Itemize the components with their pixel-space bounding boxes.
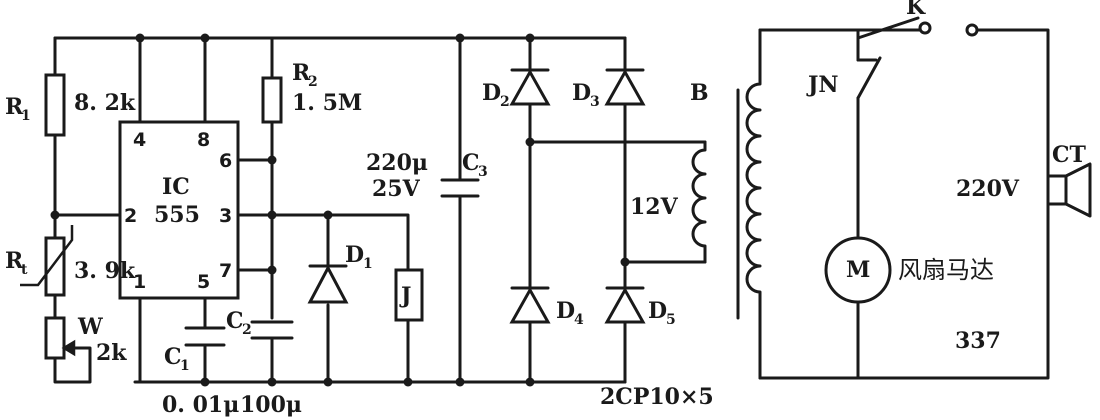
pin-2-label: 2 [124,205,137,227]
c3-value-voltage: 25V [372,176,421,202]
pin-4-label: 4 [133,129,146,151]
w-label: W [77,314,103,340]
diode-d3 [604,68,646,106]
thermistor-rt [20,225,74,297]
transformer-label: B [690,80,709,106]
w-value: 2k [96,340,127,366]
capacitor-c1 [184,326,226,347]
rt-label-subscript: t [21,262,28,278]
resistor-r2 [261,76,283,124]
pin-7-label: 7 [219,260,232,282]
d2-label-subscript: 2 [500,94,510,110]
pin-3-label: 3 [219,205,232,227]
c3-label: C [462,150,480,176]
r1-value: 8. 2k [74,90,136,116]
transformer-b [691,28,762,380]
plug-ct [1046,162,1092,218]
relay-coil-j [394,268,424,322]
capacitor-c3 [440,178,480,198]
junction-dots [50,33,630,387]
rt-value: 3. 9k [74,258,136,284]
fan-motor [824,236,892,304]
r1-label: R [5,94,24,120]
motor-model: 337 [955,328,1001,354]
diode-d4 [509,286,551,324]
r2-label-subscript: 2 [308,74,318,90]
resistor-r1 [44,73,66,137]
relay-coil-label: J [399,283,411,309]
rt-label: R [5,248,24,274]
pin-6-label: 6 [219,150,232,172]
text-labels: R 1 8. 2k R 2 1. 5M R t 3. 9k W 2k C 1 0… [5,0,1087,418]
r2-label: R [292,60,311,86]
d5-label: D [648,298,667,324]
d2-label: D [482,80,501,106]
r2-value: 1. 5M [292,90,362,116]
c3-label-subscript: 3 [478,164,488,180]
ic-name: IC [162,174,190,200]
c1-label-subscript: 1 [180,358,190,374]
potentiometer-w [44,316,76,360]
ic-type: 555 [154,202,200,228]
pin-8-label: 8 [197,129,210,151]
c3-value-capacitance: 220μ [366,150,428,176]
d3-label-subscript: 3 [590,94,600,110]
d3-label: D [572,80,591,106]
pin-5-label: 5 [197,271,210,293]
d5-label-subscript: 5 [666,312,676,328]
d1-label: D [345,242,364,268]
secondary-voltage-label: 12V [630,194,679,220]
motor-symbol: M [846,257,870,283]
switch-k [856,16,979,40]
r1-label-subscript: 1 [21,108,31,124]
relay-contact-jn [856,56,882,100]
bridge-part-label: 2CP10×5 [600,384,714,410]
motor-name: 风扇马达 [898,256,994,284]
capacitor-c2 [250,320,294,340]
mains-voltage-label: 220V [956,176,1020,202]
c2-label-subscript: 2 [242,322,252,338]
diode-d1 [307,256,349,304]
c1-value: 0. 01μ [162,392,239,418]
c2-label: C [226,308,244,334]
mains-wiring [758,28,1050,380]
diode-d2 [509,68,551,106]
c1-label: C [164,344,182,370]
switch-label: K [906,0,926,20]
relay-contact-label: JN [806,72,839,98]
d4-label-subscript: 4 [574,312,584,328]
pin-1-label: 1 [133,271,146,293]
diode-d5 [604,286,646,324]
c2-value: 100μ [240,392,302,418]
d4-label: D [556,298,575,324]
plug-label: CT [1052,142,1087,168]
ic-555 [118,120,240,300]
d1-label-subscript: 1 [363,256,373,272]
